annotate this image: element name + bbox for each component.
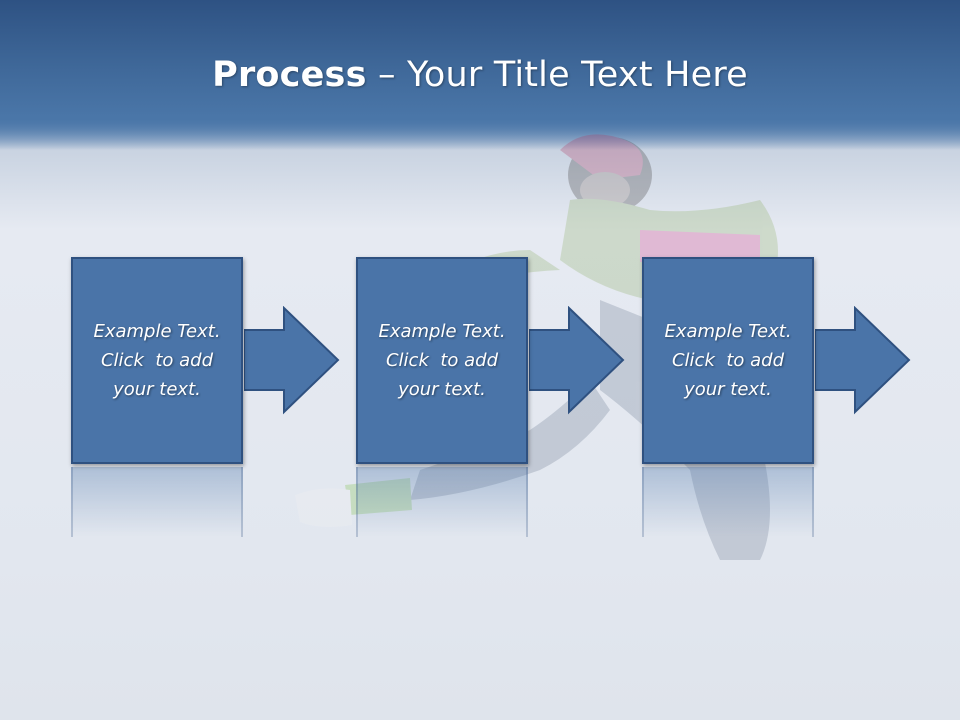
title-band bbox=[0, 0, 960, 150]
step-text-line: Click to add bbox=[671, 350, 784, 371]
step-reflection bbox=[642, 467, 814, 537]
step-reflection bbox=[356, 467, 528, 537]
arrow-right-icon bbox=[529, 306, 625, 415]
step-text-line: your text. bbox=[684, 379, 772, 400]
process-step-1[interactable]: Example Text. Click to add your text. bbox=[71, 257, 243, 464]
step-text-line: your text. bbox=[113, 379, 201, 400]
step-text-line: Click to add bbox=[100, 350, 213, 371]
arrow-right-icon bbox=[815, 306, 911, 415]
process-step-3[interactable]: Example Text. Click to add your text. bbox=[642, 257, 814, 464]
step-text-line: your text. bbox=[398, 379, 486, 400]
process-step-2[interactable]: Example Text. Click to add your text. bbox=[356, 257, 528, 464]
step-text-line: Click to add bbox=[385, 350, 498, 371]
arrow-right-icon bbox=[244, 306, 340, 415]
step-text: Example Text. Click to add your text. bbox=[653, 317, 803, 404]
slide-title: Process – Your Title Text Here bbox=[0, 52, 960, 98]
step-text: Example Text. Click to add your text. bbox=[367, 317, 517, 404]
title-bold: Process bbox=[212, 55, 367, 95]
step-reflection bbox=[71, 467, 243, 537]
title-rest: – Your Title Text Here bbox=[366, 55, 748, 95]
step-text-line: Example Text. bbox=[93, 321, 221, 342]
step-text-line: Example Text. bbox=[378, 321, 506, 342]
step-text: Example Text. Click to add your text. bbox=[82, 317, 232, 404]
step-text-line: Example Text. bbox=[664, 321, 792, 342]
